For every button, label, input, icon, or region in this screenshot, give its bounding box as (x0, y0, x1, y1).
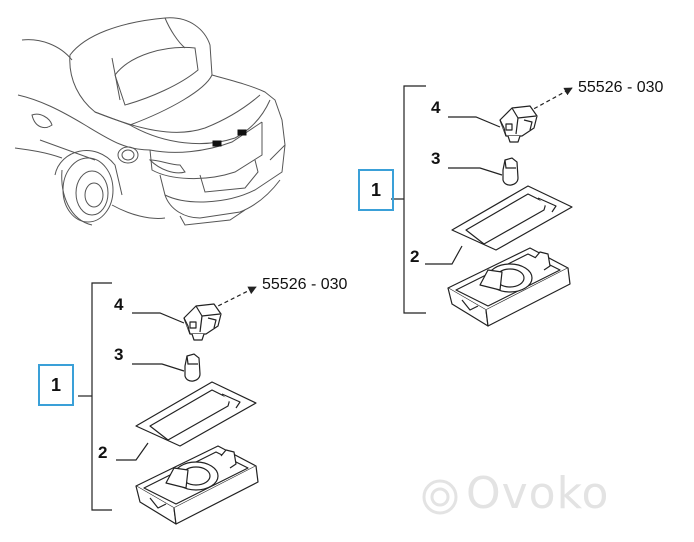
holder-callout-bottom: 4 (114, 295, 124, 314)
bulb-holder-bottom (183, 303, 222, 341)
housing-bottom (135, 445, 259, 525)
assembly-callout-box-top: 1 (358, 169, 394, 211)
car-rear-illustration (14, 17, 286, 226)
part-reference-bottom: 55526 - 030 (262, 276, 348, 293)
bulb-bottom (184, 353, 201, 382)
bulb-holder-top (499, 105, 538, 143)
assembly-group-top (391, 85, 573, 314)
holder-callout-top: 4 (431, 98, 441, 117)
assembly-group-bottom (78, 282, 257, 511)
bulb-callout-bottom: 3 (114, 345, 124, 364)
assembly-callout-bottom: 1 (50, 374, 61, 395)
assembly-callout-box-bottom: 1 (38, 364, 74, 406)
bulb-callout-top: 3 (431, 149, 441, 168)
part-reference-top: 55526 - 030 (578, 79, 664, 96)
assembly-callout-top: 1 (370, 179, 381, 200)
watermark-text: Ovoko (466, 468, 610, 519)
lens-bottom (135, 381, 257, 447)
lens-top (451, 185, 573, 251)
housing-top (447, 247, 571, 327)
bulb-top (502, 157, 519, 186)
lens-callout-bottom: 2 (98, 443, 108, 462)
lens-callout-top: 2 (410, 247, 420, 266)
watermark-logo-icon (422, 479, 458, 515)
